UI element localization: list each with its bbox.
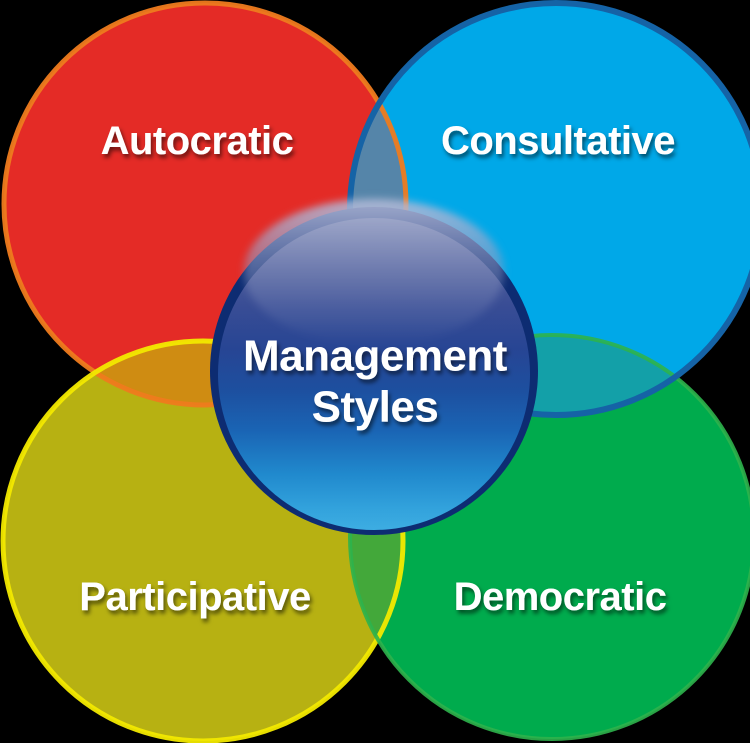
label-autocratic: Autocratic [101,119,294,163]
center-title-line2: Styles [312,383,439,432]
center-sphere [210,199,538,535]
border-democratic [348,333,750,741]
label-participative: Participative [79,575,310,619]
center-title-line1: Management [243,332,508,381]
center-sphere-gloss-highlight [244,199,504,345]
label-consultative: Consultative [441,119,675,163]
label-democratic: Democratic [454,575,667,619]
border-participative [0,338,406,743]
